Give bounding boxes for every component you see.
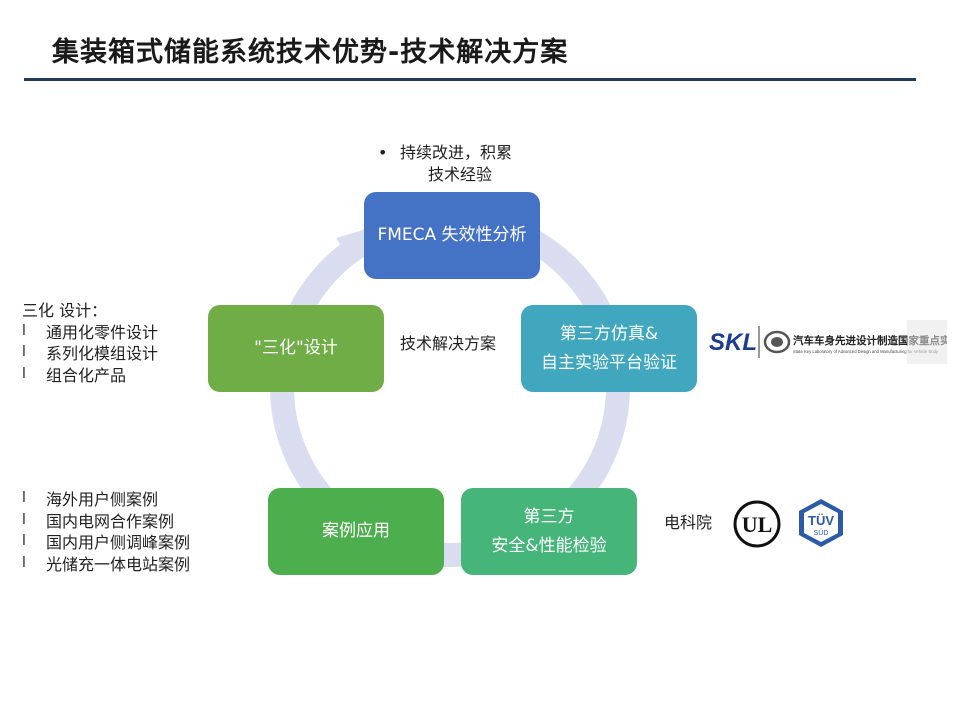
list-marker: l [22, 365, 26, 382]
three-list: 三化 设计： l 通用化零件设计 l 系列化模组设计 l 组合化产品 [22, 300, 158, 386]
list-marker: l [22, 511, 26, 528]
page-title: 集装箱式储能系统技术优势-技术解决方案 [52, 37, 569, 68]
list-item: l 通用化零件设计 [22, 322, 158, 344]
fmeca-label: FMECA 失效性分析 [377, 225, 527, 246]
top-note: • 持续改进，积累 技术经验 [378, 142, 512, 185]
list-marker: l [22, 554, 26, 571]
sud-mark: SÜD [814, 529, 829, 537]
simulation-box: 第三方仿真& 自主实验平台验证 [521, 305, 697, 392]
testing-line1: 第三方 [523, 506, 575, 527]
list-item-text: 国内用户侧调峰案例 [46, 533, 191, 553]
simulation-line1: 第三方仿真& [559, 323, 659, 344]
list-item-text: 组合化产品 [46, 365, 127, 385]
list-item: l 系列化模组设计 [22, 343, 158, 365]
three-label: "三化"设计 [254, 338, 338, 359]
epri-label: 电科院 [664, 513, 713, 532]
case-list: l 海外用户侧案例 l 国内电网合作案例 l 国内用户侧调峰案例 l 光储充一体电站案例 [22, 489, 190, 575]
list-marker: l [22, 490, 26, 506]
list-item: l 国内电网合作案例 [22, 511, 190, 533]
title-underline [24, 78, 916, 81]
skl-logo-icon: SKL 汽车车身先进设计制造国家重点实验室 State Key Laborato… [709, 320, 947, 364]
list-item: l 国内用户侧调峰案例 [22, 532, 190, 554]
testing-line2: 安全&性能检验 [491, 535, 607, 556]
list-item-text: 系列化模组设计 [46, 344, 159, 364]
center-label: 技术解决方案 [400, 334, 497, 353]
list-item-text: 通用化零件设计 [46, 322, 159, 342]
cases-label: 案例应用 [322, 521, 390, 542]
three-box: "三化"设计 [208, 305, 384, 392]
list-item: l 海外用户侧案例 [22, 489, 190, 511]
list-item-text: 国内电网合作案例 [46, 511, 175, 531]
top-note-line2: 技术经验 [428, 164, 493, 184]
fmeca-box: FMECA 失效性分析 [364, 192, 540, 279]
simulation-line2: 自主实验平台验证 [541, 352, 677, 373]
top-note-line1: 持续改进，积累 [400, 143, 513, 162]
tuv-logo-icon: TÜV SÜD [799, 499, 843, 547]
ring-arrow-head [336, 228, 370, 262]
cases-box: 案例应用 [268, 488, 444, 575]
skl-en-name: State Key Laboratory of Advanced Design … [793, 349, 939, 354]
ul-logo-icon: UL [733, 500, 781, 548]
testing-box: 第三方 安全&性能检验 [461, 488, 637, 575]
tuv-mark: TÜV [808, 513, 834, 528]
ul-mark: UL [742, 512, 773, 537]
three-list-title: 三化 设计： [22, 301, 108, 320]
list-item: l 光储充一体电站案例 [22, 554, 190, 576]
list-item: l 组合化产品 [22, 365, 158, 387]
skl-mark: SKL [709, 329, 757, 356]
list-item-text: 海外用户侧案例 [46, 490, 159, 509]
list-marker: l [22, 322, 26, 339]
list-marker: l [22, 533, 26, 550]
list-marker: l [22, 344, 26, 361]
list-item-text: 光储充一体电站案例 [46, 554, 191, 574]
bullet-icon: • [378, 143, 388, 162]
